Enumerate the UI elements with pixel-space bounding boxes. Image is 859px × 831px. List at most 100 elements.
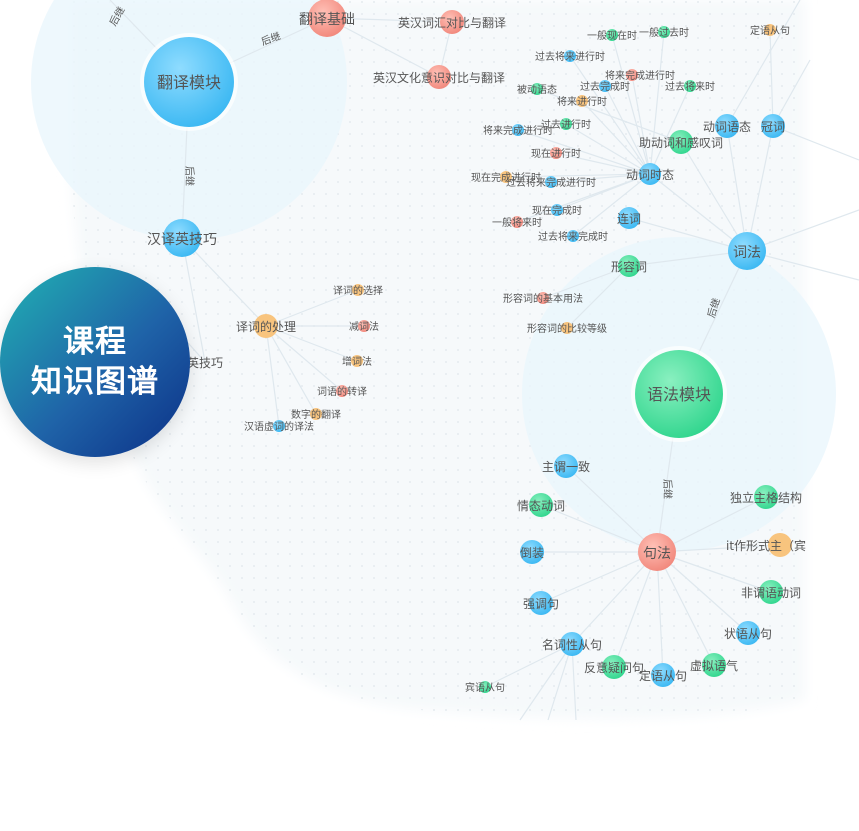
graph-edge <box>772 125 859 161</box>
node-label: 一般将来时 <box>492 216 542 229</box>
node-fanyi-jichu[interactable]: 翻译基础 <box>299 0 355 37</box>
graph-edge <box>746 250 859 281</box>
node-grammar[interactable]: 语法模块 <box>631 346 727 442</box>
node-binyu[interactable]: 宾语从句 <box>465 681 505 694</box>
node-dingyu[interactable]: 定语从句 <box>639 663 687 687</box>
graph-edge <box>656 551 664 676</box>
graph-edge <box>746 125 774 252</box>
node-ying-jiqiao[interactable]: 英技巧 <box>187 356 223 370</box>
graph-edge <box>571 643 577 721</box>
node-xrc-bijiao[interactable]: 形容词的比较等级 <box>527 322 607 335</box>
node-label: 译词的处理 <box>236 319 296 334</box>
graph-edge <box>628 217 748 252</box>
node-t-gqjx[interactable]: 过去进行时 <box>541 118 591 131</box>
node-guanci[interactable]: 冠词 <box>761 114 785 138</box>
graph-edge <box>604 85 651 175</box>
graph-edge <box>680 141 748 252</box>
node-label: 译词的选择 <box>333 284 383 297</box>
node-t-dingyu[interactable]: 定语从句 <box>750 24 790 37</box>
node-cifa[interactable]: 词法 <box>728 232 766 270</box>
graph-edge <box>265 325 317 415</box>
node-label: 被动语态 <box>517 83 557 96</box>
node-label: 增词法 <box>342 355 372 368</box>
node-zengci[interactable]: 增词法 <box>342 355 372 368</box>
node-t-ybgq[interactable]: 一般过去时 <box>639 26 689 39</box>
node-zhuwei[interactable]: 主谓一致 <box>542 454 590 478</box>
graph-edge <box>613 551 658 668</box>
node-t-jljx[interactable]: 将来进行时 <box>557 95 607 108</box>
node-label: 英汉文化意识对比与翻译 <box>373 70 505 85</box>
node-hanyu-xuci[interactable]: 汉语虚词的译法 <box>244 420 314 433</box>
node-daozhuang[interactable]: 倒装 <box>520 540 544 564</box>
node-label: 汉语虚词的译法 <box>244 420 314 433</box>
node-t-gqwc[interactable]: 过去完成时 <box>580 80 630 93</box>
node-label: 动词时态 <box>626 168 674 182</box>
graph-edge <box>550 173 651 183</box>
node-label: 将来进行时 <box>557 95 607 108</box>
node-t-xzjx[interactable]: 现在进行时 <box>531 147 581 160</box>
node-t-gqjl[interactable]: 过去将来进行时 <box>535 50 605 63</box>
graph-edge <box>628 250 748 267</box>
node-label: 一般过去时 <box>639 26 689 39</box>
node-label: 词法 <box>733 245 761 261</box>
node-ciyu-zhuanyi[interactable]: 词语的转译 <box>317 385 367 398</box>
graph-edge <box>656 496 767 553</box>
graph-edge <box>547 643 573 721</box>
node-t-bdyt[interactable]: 被动语态 <box>517 83 557 96</box>
node-t-gqjlwc[interactable]: 过去将来完成时 <box>538 230 608 243</box>
node-qingtai[interactable]: 情态动词 <box>517 493 565 517</box>
node-t-xzwcjx[interactable]: 现在完成进行时 <box>471 171 541 184</box>
node-label: 独立主格结构 <box>730 490 802 505</box>
node-label: 现在进行时 <box>531 147 581 160</box>
node-label: 虚拟语气 <box>690 658 738 673</box>
node-t-ybxz[interactable]: 一般现在时 <box>587 29 637 42</box>
graph-edge <box>540 551 658 604</box>
node-dongci-shitai[interactable]: 动词时态 <box>626 163 674 185</box>
node-feiweiyu[interactable]: 非谓语动词 <box>741 580 801 604</box>
node-jufa[interactable]: 句法 <box>638 533 676 571</box>
node-yinghan-cihui[interactable]: 英汉词汇对比与翻译 <box>398 10 506 34</box>
node-it-xingshi[interactable]: it作形式主（宾 <box>726 533 806 557</box>
node-dongci-yutai[interactable]: 动词语态 <box>703 114 751 138</box>
node-duli-zhuge[interactable]: 独立主格结构 <box>730 485 802 509</box>
graph-edge <box>565 123 651 175</box>
node-t-jlwcjx-h[interactable]: 将来完成进行时 <box>483 124 553 137</box>
node-label: 数字的翻译 <box>291 408 341 421</box>
node-hanyi-jiqiao[interactable]: 汉译英技巧 <box>147 219 217 257</box>
graph-edge <box>649 31 665 175</box>
node-mingcixing[interactable]: 名词性从句 <box>542 632 602 656</box>
graph-edge <box>265 325 358 362</box>
node-t-gqjlwcjx[interactable]: 过去将来完成进行时 <box>506 176 596 189</box>
node-t-xzwc[interactable]: 现在完成时 <box>532 204 582 217</box>
graph-edge <box>746 209 859 252</box>
node-zhudongci[interactable]: 助动词和感叹词 <box>639 130 723 154</box>
node-xrc-yongfa[interactable]: 形容词的基本用法 <box>503 292 583 305</box>
node-label: 倒装 <box>520 546 544 560</box>
node-t-ybjl[interactable]: 一般将来时 <box>492 216 542 229</box>
node-label: 形容词的比较等级 <box>527 322 607 335</box>
node-translation[interactable]: 翻译模块 <box>140 33 238 131</box>
node-label: 过去将来进行时 <box>535 50 605 63</box>
badge-line-2: 知识图谱 <box>31 364 159 400</box>
node-qiangdiao[interactable]: 强调句 <box>523 591 559 615</box>
node-shuzi-fanyi[interactable]: 数字的翻译 <box>291 408 341 421</box>
graph-edge <box>516 173 651 223</box>
node-xingrongci[interactable]: 形容词 <box>611 255 647 277</box>
node-fanyi-wenju[interactable]: 反意疑问句 <box>584 655 644 679</box>
graph-edge <box>656 544 781 553</box>
node-yici-xuanze[interactable]: 译词的选择 <box>333 284 383 297</box>
node-lianci[interactable]: 连词 <box>617 207 641 229</box>
node-jianci[interactable]: 减词法 <box>349 320 379 333</box>
node-label: 翻译模块 <box>157 73 221 92</box>
graph-edge <box>566 265 630 329</box>
node-yinghan-wenhua[interactable]: 英汉文化意识对比与翻译 <box>373 65 505 89</box>
node-t-gqjlshi[interactable]: 过去将来时 <box>665 80 715 93</box>
node-t-jlwcj[interactable]: 将来完成进行时 <box>605 69 675 82</box>
node-yici-chuli[interactable]: 译词的处理 <box>236 314 296 338</box>
node-xuni[interactable]: 虚拟语气 <box>690 653 738 677</box>
node-zhuangyu[interactable]: 状语从句 <box>724 621 772 645</box>
graph-edge <box>772 59 811 127</box>
node-label: 反意疑问句 <box>584 660 644 675</box>
